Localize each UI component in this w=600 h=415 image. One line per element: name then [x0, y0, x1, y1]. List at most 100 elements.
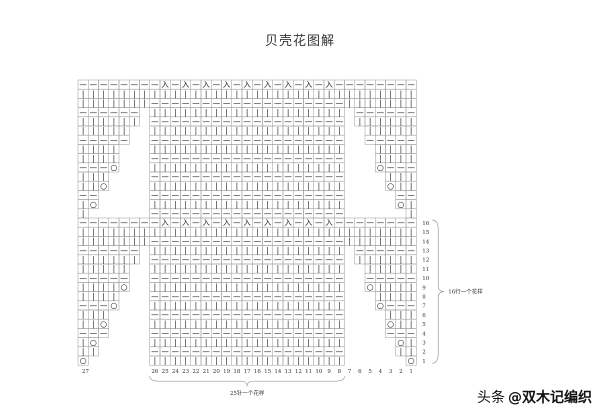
stitch-symbol: |: [277, 264, 280, 273]
stitch-symbol: |: [92, 292, 95, 301]
stitch-symbol: —: [213, 117, 221, 126]
stitch-symbol: —: [407, 108, 415, 117]
stitch-number: 22: [192, 369, 199, 375]
stitch-symbol: —: [79, 163, 87, 172]
stitch-symbol: —: [233, 209, 241, 218]
stitch-symbol: |: [266, 163, 269, 172]
stitch-symbol: —: [325, 191, 333, 200]
stitch-symbol: —: [305, 329, 313, 338]
stitch-repeat-note: 25针一个花样: [230, 389, 265, 397]
stitch-symbol: |: [297, 227, 300, 236]
stitch-symbol: —: [254, 292, 262, 301]
stitch-symbol: —: [254, 191, 262, 200]
stitch-symbol: —: [192, 209, 200, 218]
stitch-symbol: —: [223, 135, 231, 144]
stitch-symbol: |: [123, 117, 126, 126]
stitch-symbol: |: [246, 108, 249, 117]
stitch-symbol: —: [243, 347, 251, 356]
stitch-symbol: —: [295, 209, 303, 218]
stitch-symbol: —: [213, 154, 221, 163]
stitch-symbol: 入: [284, 80, 292, 89]
stitch-symbol: |: [256, 246, 259, 255]
stitch-symbol: |: [154, 181, 157, 190]
stitch-symbol: |: [82, 99, 85, 108]
stitch-symbol: |: [164, 283, 167, 292]
stitch-symbol: |: [225, 246, 228, 255]
stitch-symbol: |: [215, 200, 218, 209]
stitch-symbol: |: [277, 181, 280, 190]
stitch-symbol: |: [82, 200, 85, 209]
stitch-symbol: |: [195, 163, 198, 172]
stitch-symbol: |: [410, 255, 413, 264]
stitch-symbol: —: [336, 347, 344, 356]
stitch-symbol: |: [328, 163, 331, 172]
stitch-symbol: |: [215, 108, 218, 117]
stitch-symbol: |: [184, 126, 187, 135]
stitch-symbol: |: [256, 283, 259, 292]
stitch-symbol: —: [254, 80, 262, 89]
stitch-symbol: —: [336, 237, 344, 246]
stitch-symbol: |: [92, 310, 95, 319]
stitch-symbol: |: [205, 264, 208, 273]
stitch-symbol: |: [102, 292, 105, 301]
row-number: 10: [422, 276, 429, 282]
stitch-symbol: —: [305, 117, 313, 126]
stitch-symbol: |: [287, 89, 290, 98]
row-number: 13: [422, 249, 429, 255]
stitch-symbol: |: [287, 301, 290, 310]
stitch-symbol: —: [325, 255, 333, 264]
stitch-symbol: |: [318, 126, 321, 135]
stitch-symbol: |: [328, 181, 331, 190]
stitch-symbol: —: [172, 99, 180, 108]
stitch-symbol: —: [387, 135, 395, 144]
stitch-symbol: |: [154, 264, 157, 273]
stitch-symbol: —: [336, 135, 344, 144]
stitch-symbol: —: [213, 172, 221, 181]
stitch-symbol: |: [102, 99, 105, 108]
stitch-symbol: |: [164, 227, 167, 236]
stitch-symbol: |: [410, 172, 413, 181]
stitch-symbol: —: [79, 218, 87, 227]
stitch-symbol: |: [277, 246, 280, 255]
chart-cell: [129, 254, 140, 265]
chart-cell: [77, 355, 89, 366]
stitch-symbol: |: [143, 227, 146, 236]
stitch-symbol: |: [287, 163, 290, 172]
stitch-symbol: —: [161, 255, 169, 264]
stitch-symbol: |: [277, 301, 280, 310]
chart-cell: [108, 300, 120, 311]
stitch-symbol: |: [236, 283, 239, 292]
stitch-symbol: 入: [223, 218, 231, 227]
stitch-symbol: —: [315, 329, 323, 338]
stitch-number: 23: [182, 369, 189, 375]
stitch-symbol: |: [359, 117, 362, 126]
stitch-symbol: |: [164, 163, 167, 172]
stitch-symbol: |: [400, 126, 403, 135]
stitch-symbol: ○: [90, 200, 97, 209]
stitch-symbol: —: [182, 255, 190, 264]
stitch-symbol: |: [328, 126, 331, 135]
stitch-number: 21: [203, 369, 210, 375]
stitch-symbol: 入: [202, 218, 210, 227]
stitch-symbol: |: [154, 356, 157, 365]
stitch-number: 18: [233, 369, 240, 375]
stitch-symbol: —: [151, 99, 159, 108]
stitch-symbol: |: [82, 181, 85, 190]
stitch-number: 26: [151, 369, 158, 375]
stitch-symbol: |: [307, 163, 310, 172]
stitch-symbol: —: [182, 237, 190, 246]
stitch-symbol: —: [120, 273, 128, 282]
stitch-symbol: —: [407, 301, 415, 310]
stitch-symbol: |: [164, 145, 167, 154]
stitch-symbol: |: [215, 181, 218, 190]
stitch-symbol: —: [284, 347, 292, 356]
stitch-symbol: —: [79, 273, 87, 282]
stitch-symbol: |: [215, 126, 218, 135]
stitch-symbol: —: [172, 218, 180, 227]
stitch-symbol: |: [133, 117, 136, 126]
stitch-symbol: |: [154, 246, 157, 255]
stitch-symbol: |: [338, 283, 341, 292]
row-number: 16: [422, 221, 429, 227]
stitch-symbol: —: [336, 273, 344, 282]
